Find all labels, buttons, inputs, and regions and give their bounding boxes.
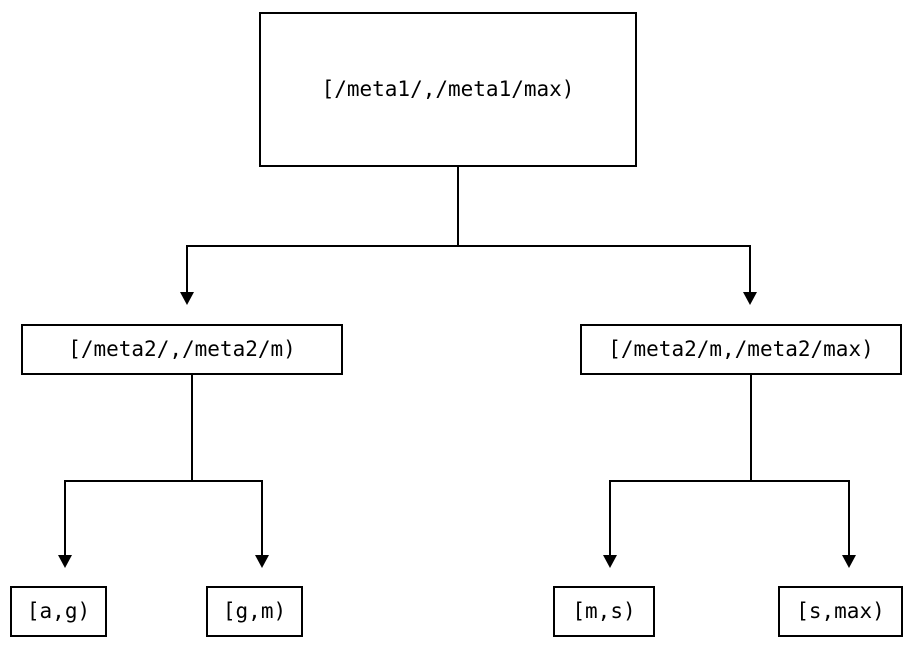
node-leaf-ag[interactable]: [a,g) [10,586,107,637]
edge-level2-left-to-leaf-ag [64,480,66,555]
arrowhead-down-icon-leaf-ms [603,555,617,568]
node-leaf-ag-label: [a,g) [26,599,91,623]
edge-level2-right-to-leaf-smax [848,480,850,555]
node-leaf-smax-label: [s,max) [796,599,885,623]
node-leaf-ms[interactable]: [m,s) [553,586,655,637]
arrowhead-down-icon-root-right [743,292,757,305]
node-leaf-ms-label: [m,s) [572,599,636,623]
node-level2-right[interactable]: [/meta2/m,/meta2/max) [580,324,902,375]
edge-level2-right-stem [750,375,752,482]
node-root[interactable]: [/meta1/,/meta1/max) [259,12,637,167]
arrowhead-down-icon-leaf-ag [58,555,72,568]
edge-level2-right-to-leaf-ms [609,480,611,555]
edge-root-horizontal-bar [186,245,751,247]
node-leaf-gm[interactable]: [g,m) [206,586,303,637]
arrowhead-down-icon-root-left [180,292,194,305]
edge-level2-left-stem [191,375,193,482]
node-level2-left[interactable]: [/meta2/,/meta2/m) [21,324,343,375]
edge-level2-left-horizontal-bar [64,480,263,482]
node-level2-right-label: [/meta2/m,/meta2/max) [608,337,874,361]
arrowhead-down-icon-leaf-gm [255,555,269,568]
arrowhead-down-icon-leaf-smax [842,555,856,568]
node-leaf-smax[interactable]: [s,max) [778,586,903,637]
edge-root-to-left-child [186,245,188,292]
edge-root-stem [457,167,459,247]
node-level2-left-label: [/meta2/,/meta2/m) [68,337,296,361]
node-root-label: [/meta1/,/meta1/max) [321,77,575,101]
edge-level2-right-horizontal-bar [609,480,850,482]
node-leaf-gm-label: [g,m) [222,599,287,623]
edge-root-to-right-child [749,245,751,292]
edge-level2-left-to-leaf-gm [261,480,263,555]
